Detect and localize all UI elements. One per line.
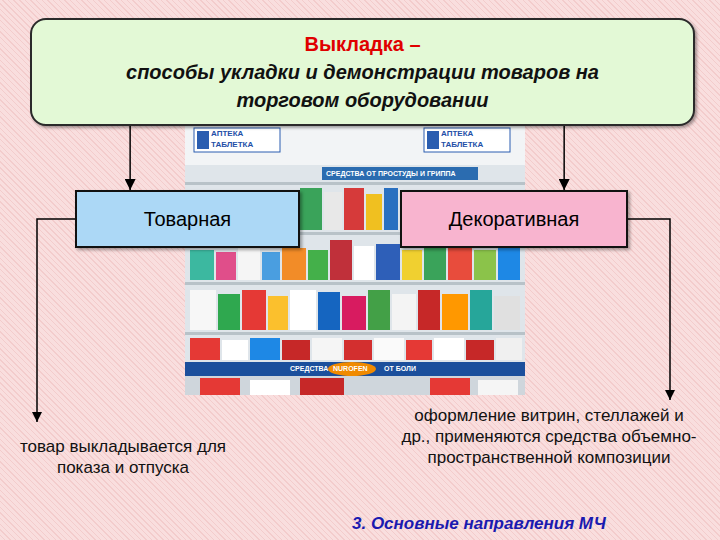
leader-arrow [37,219,75,422]
photo-shape [318,292,340,330]
photo-shape [282,340,310,360]
photo-shape [330,240,352,280]
sign-text: ТАБЛЕТКА [211,140,253,150]
photo-shape [498,248,520,280]
photo-shape [418,290,440,330]
photo-shape [190,338,220,360]
photo-shape [366,194,382,230]
photo-shape [250,380,290,395]
photo-shape [494,296,520,330]
photo-shape [200,378,240,395]
photo-shape [185,125,525,395]
sign-text: АПТЕКА [441,129,473,139]
photo-shape [342,296,366,330]
photo-shape [496,338,522,360]
photo-shape [392,294,416,330]
photo-shape [434,338,464,360]
photo-shape [328,362,376,376]
photo-shape [470,290,492,330]
photo-shape [424,128,510,152]
photo-shape [300,378,344,395]
sign-text: АПТЕКА [211,129,243,139]
photo-shape [185,182,525,185]
photo-shape [185,332,525,335]
description-text: товар выкладывается для показа и отпуска [14,436,232,478]
photo-shape [427,131,439,149]
photo-shape [406,340,432,360]
photo-shape [430,378,470,395]
node-heading: Декоративная [449,207,580,231]
photo-shape [282,248,306,280]
photo-shape [384,188,398,230]
photo-shape [222,340,248,360]
photo-shape [376,244,400,280]
definition-box: Выкладка –способы укладки и демонстрации… [30,18,695,126]
photo-shape [368,290,390,330]
photo-shape [190,250,214,280]
photo-shape [185,282,525,285]
photo-shape [466,340,494,360]
category-box: Декоративная [400,190,628,248]
photo-shape [322,167,478,180]
photo-shape [194,128,280,152]
photo-shape [216,252,236,280]
photo-shape [344,340,372,360]
photo-shape [238,248,260,280]
description-text: оформление витрин, стеллажей и др., прим… [398,405,700,468]
slide-caption: 3. Основные направления МЧ [352,513,606,534]
photo-shape [250,338,280,360]
leader-arrow [628,219,670,400]
sign-text: СРЕДСТВА ОТ ПРОСТУДЫ И ГРИППА [326,168,456,179]
photo-shape [185,362,525,376]
sign-text: СРЕДСТВА [290,364,328,374]
sign-text: ТАБЛЕТКА [441,140,483,150]
sign-text: ОТ БОЛИ [384,364,416,374]
photo-shape [442,294,468,330]
photo-shape [218,294,240,330]
brand-text: NUROFEN [333,364,368,374]
photo-shape [268,296,288,330]
connector-arrow [129,126,131,190]
photo-shape [262,252,280,280]
photo-shape [448,246,472,280]
photo-shape [300,188,322,230]
photo-shape [474,250,496,280]
photo-shape [185,125,525,165]
photo-shape [478,380,518,395]
photo-shape [290,290,316,330]
connector-arrow [563,126,565,190]
photo-shape [424,248,446,280]
photo-shape [197,131,209,149]
node-body: способы укладки и демонстрации товаров н… [72,58,653,114]
category-box: Товарная [75,190,300,248]
photo-shape [374,338,404,360]
photo-shape [312,338,342,360]
photo-shape [190,290,216,330]
photo-shape [354,246,374,280]
photo-shape [242,290,266,330]
photo-shape [344,188,364,230]
photo-shape [402,250,422,280]
photo-shape [308,250,328,280]
node-heading: Выкладка – [304,30,420,58]
photo-shape [185,376,525,395]
photo-shape [324,192,342,230]
node-heading: Товарная [144,207,231,231]
